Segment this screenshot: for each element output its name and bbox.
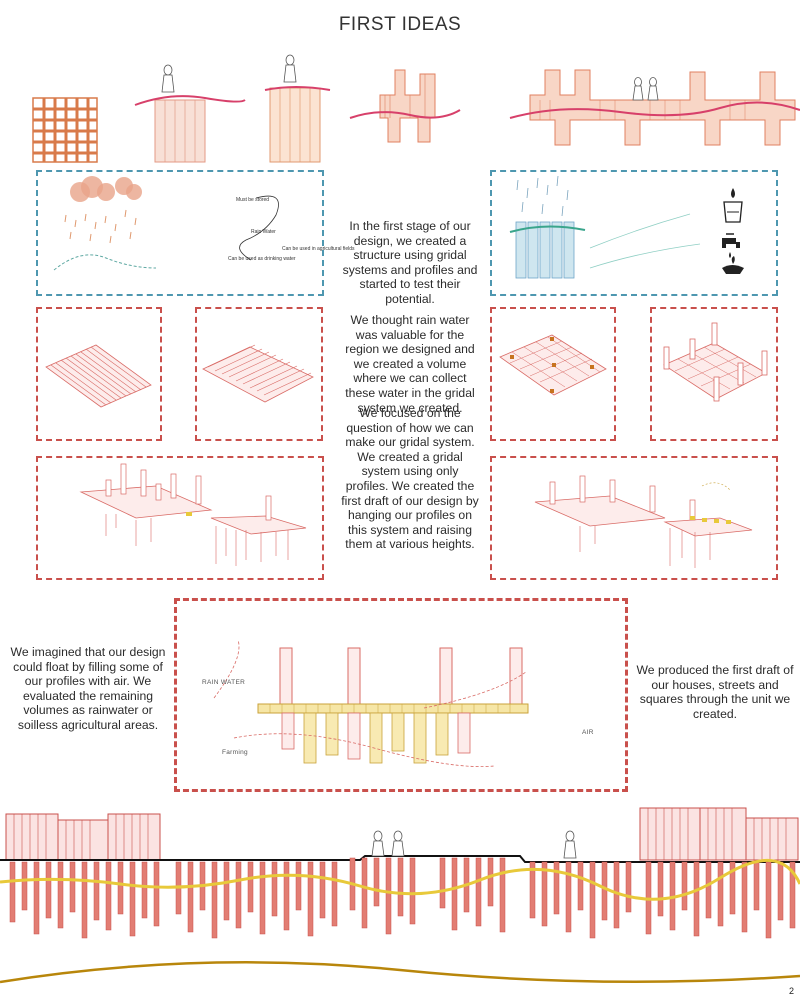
water-use-box	[490, 170, 778, 296]
rain-diagram-box	[36, 170, 324, 296]
sketch-sequence	[32, 54, 800, 163]
cloud-icon	[70, 176, 142, 202]
profile-layer-box-1	[36, 307, 162, 441]
section-diagram: RAIN WATER Farming AIR	[202, 639, 594, 768]
draft-model-box-right	[490, 456, 778, 580]
draft-model-left	[79, 463, 307, 566]
profile-stack	[515, 221, 575, 279]
page-title: FIRST IDEAS	[338, 14, 462, 35]
draft-model-right	[534, 475, 753, 568]
label-section-air: AIR	[582, 729, 594, 736]
pillars	[9, 857, 796, 939]
profile-layer-2	[202, 344, 314, 403]
block-sketch-3	[264, 54, 331, 163]
label-section-rain-water: RAIN WATER	[202, 679, 245, 686]
paragraph-rain-water: We thought rain water was valuable for t…	[345, 313, 475, 415]
page-number: 2	[788, 986, 794, 996]
paragraph-float: We imagined that our design could float …	[10, 645, 166, 732]
grid-columns-box	[650, 307, 778, 441]
label-must-be-stored: Must be stored	[236, 197, 269, 203]
label-drinking-water: Can be used as drinking water	[228, 256, 296, 262]
block-sketch-2	[134, 64, 246, 163]
water-tap-icon	[722, 233, 744, 274]
water-glass-icon	[723, 188, 743, 223]
label-rain-water: Rain Water	[251, 229, 276, 235]
right-houses	[639, 807, 799, 861]
grid-columns	[663, 322, 768, 402]
paragraph-first-stage: In the first stage of our design, we cre…	[342, 219, 478, 306]
block-sketch-long	[509, 69, 800, 146]
people	[371, 830, 577, 859]
label-section-farming: Farming	[222, 749, 248, 756]
profile-layer-1	[45, 344, 152, 408]
water-use-diagram	[509, 175, 744, 279]
city-section	[0, 807, 800, 984]
block-sketch-4	[349, 69, 461, 143]
paragraph-gridal-system: We focused on the question of how we can…	[341, 406, 479, 552]
label-agricultural: Can be used in agricultural fields	[282, 246, 355, 252]
section-diagram-box	[174, 598, 628, 792]
draft-model-box-left	[36, 456, 324, 580]
profile-layer-box-2	[195, 307, 323, 441]
grid-collect-box	[490, 307, 616, 441]
left-houses	[5, 813, 161, 861]
rain-diagram: Must be stored Rain Water Can be used as…	[53, 176, 355, 271]
grid-plan-sketch	[32, 97, 98, 163]
paragraph-houses: We produced the first draft of our house…	[636, 663, 794, 721]
grid-collect	[499, 334, 607, 396]
